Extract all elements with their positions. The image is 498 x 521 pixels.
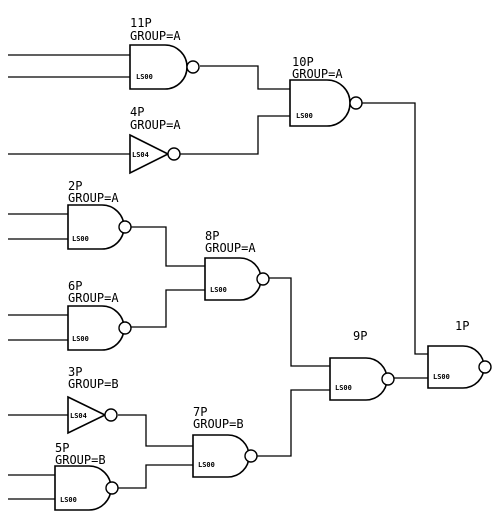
wire-5p-to-7p [118,464,193,489]
gate-group: GROUP=B [68,377,119,391]
gate-part: LS00 [72,235,89,243]
nand-body [427,345,485,389]
gate-ref: 7P [193,405,207,419]
gate-part: LS00 [136,73,153,81]
gate-ref: 1P [455,319,469,333]
gate-8p[interactable]: 8P GROUP=A LS00 [204,229,270,301]
gate-ref: 2P [68,179,82,193]
buffer-body [129,133,170,175]
inverter-bubble [186,60,200,74]
gate-4p[interactable]: 4P GROUP=A LS04 [129,105,181,175]
inverter-bubble [478,360,492,374]
wire-3p-to-7p [118,414,193,447]
gate-9p[interactable]: 9P LS00 [329,329,395,401]
inverter-bubble [118,321,132,335]
gate-ref: 9P [353,329,367,343]
gate-part: LS00 [335,384,352,392]
wire-10p-to-1p [362,102,428,355]
wire-11p-to-10p [200,65,290,90]
gate-group: GROUP=A [292,67,343,81]
gate-ref: 10P [292,55,314,69]
gate-part: LS00 [433,373,450,381]
wire-4p-to-10p [180,115,290,155]
wire-7p-to-9p [257,389,330,457]
gate-group: GROUP=A [205,241,256,255]
gate-1p[interactable]: 1P LS00 [427,319,492,389]
nand-body [192,434,250,478]
gate-group: GROUP=A [130,118,181,132]
inverter-bubble [381,372,395,386]
gate-part: LS00 [210,286,227,294]
wire-2p-to-8p [131,226,205,267]
gate-part: LS00 [198,461,215,469]
inverter-bubble [105,481,119,495]
gate-group: GROUP=A [68,291,119,305]
gate-part: LS04 [70,412,87,420]
gate-3p[interactable]: 3P GROUP=B LS04 [67,365,119,435]
inverter-bubble [118,220,132,234]
wire-6p-to-8p [131,289,205,328]
gate-ref: 4P [130,105,144,119]
gate-7p[interactable]: 7P GROUP=B LS00 [192,405,258,478]
gate-ref: 5P [55,441,69,455]
wire-8p-to-9p [269,277,330,367]
gate-ref: 11P [130,16,152,30]
gate-group: GROUP=B [193,417,244,431]
inverter-bubble [104,408,118,422]
buffer-body [67,395,107,435]
gate-5p[interactable]: 5P GROUP=B LS00 [54,441,119,511]
gate-11p[interactable]: 11P GROUP=A LS00 [129,16,200,90]
gate-10p[interactable]: 10P GROUP=A LS00 [289,55,363,127]
nand-body [329,357,388,401]
gate-part: LS00 [72,335,89,343]
inverter-bubble [244,449,258,463]
inverter-bubble [167,147,181,161]
gate-6p[interactable]: 6P GROUP=A LS00 [67,279,132,351]
gate-2p[interactable]: 2P GROUP=A LS00 [67,179,132,250]
gate-part: LS04 [132,151,149,159]
gate-group: GROUP=A [130,29,181,43]
inverter-bubble [256,272,270,286]
gate-group: GROUP=A [68,191,119,205]
gate-part: LS00 [60,496,77,504]
gate-part: LS00 [296,112,313,120]
gate-ref: 3P [68,365,82,379]
gate-group: GROUP=B [55,453,106,467]
gate-ref: 8P [205,229,219,243]
gate-ref: 6P [68,279,82,293]
nand-body [67,305,125,351]
inverter-bubble [349,96,363,110]
nand-body [129,44,188,90]
wires [8,54,428,500]
